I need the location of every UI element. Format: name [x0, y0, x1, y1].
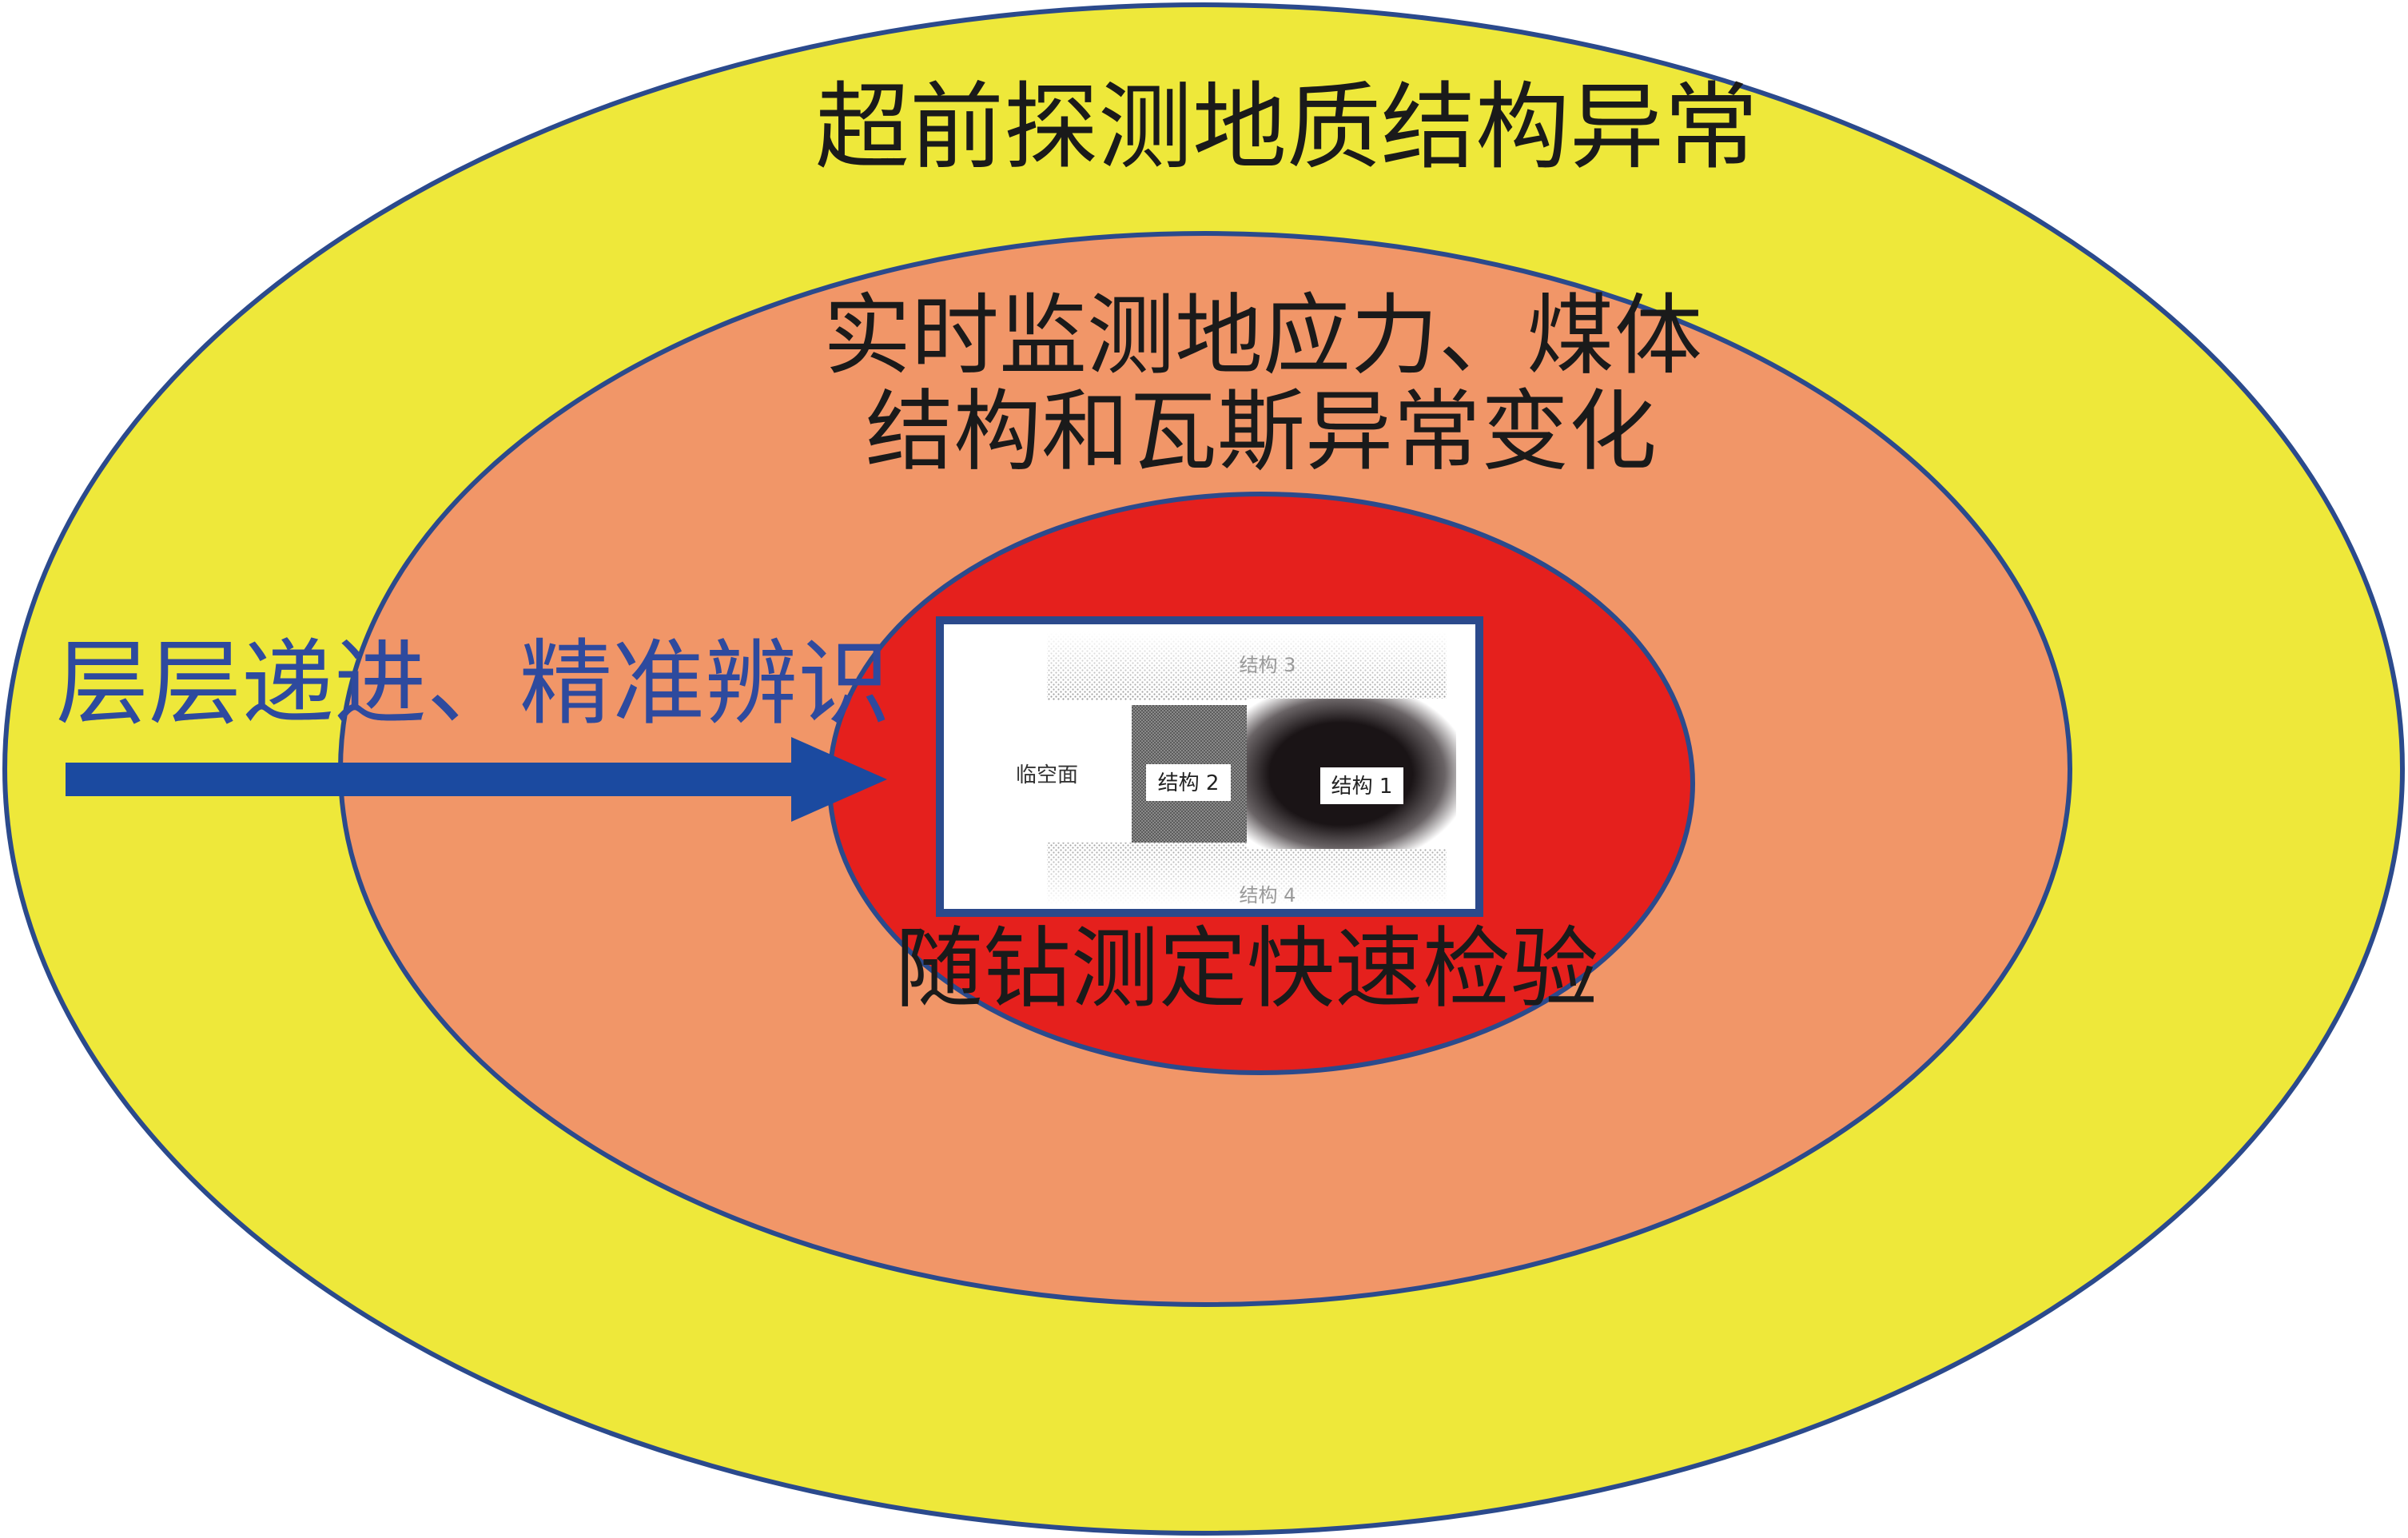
progress-arrow — [66, 737, 887, 822]
structure-2-label: 结构 2 — [1158, 771, 1220, 795]
structure-4-label: 结构 4 — [1240, 884, 1296, 906]
arrow-shaft — [66, 763, 809, 796]
inner-ring-label: 随钻测定快速检验 — [895, 918, 1598, 1020]
structure-3-label: 结构 3 — [1240, 654, 1296, 676]
middle-ring-label-line2: 结构和瓦斯异常变化 — [866, 381, 1657, 483]
middle-ring-label-line1: 实时监测地应力、煤体 — [823, 285, 1702, 387]
structure-2-label-box — [1146, 764, 1231, 801]
outer-ring-label: 超前探测地质结构异常 — [815, 72, 1758, 182]
arrow-label: 层层递进、精准辨识 — [56, 630, 890, 738]
structure-1-label-box — [1320, 767, 1403, 804]
drilling-inset: 临空面 结构 2 结构 1 结构 3 结构 4 — [936, 616, 1483, 917]
arrow-head — [791, 737, 887, 822]
free-face-label: 临空面 — [1016, 763, 1078, 787]
structure-1-label: 结构 1 — [1331, 775, 1393, 799]
free-face-region — [951, 705, 1132, 843]
